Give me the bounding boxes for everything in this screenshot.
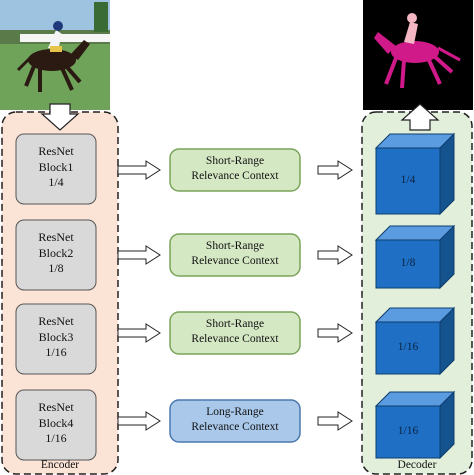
- arrow-context1-to-decoder: [317, 160, 353, 180]
- context-2-line1: Short-Range: [205, 240, 265, 252]
- resnet-block-1: [15, 133, 97, 205]
- context-1-line1: Short-Range: [205, 155, 265, 167]
- arrow-block2-to-context: [117, 245, 161, 265]
- resnet-block-4-label: ResNet Block4 1/16: [16, 400, 96, 447]
- resnet-block-2-label: ResNet Block2 1/8: [16, 230, 96, 277]
- resnet-block-4-line2: Block4: [38, 415, 74, 430]
- up-arrow-to-mask: [400, 103, 440, 131]
- context-2-label: Short-Range Relevance Context: [170, 239, 300, 269]
- resnet-block-4-scale: 1/16: [45, 431, 67, 446]
- context-4-line1: Long-Range: [206, 406, 264, 418]
- resnet-block-2-line2: Block2: [38, 245, 74, 260]
- context-box-3: [169, 311, 301, 355]
- resnet-block-1-line2: Block1: [38, 159, 74, 174]
- feature-cube-1: [374, 132, 456, 216]
- down-arrow-to-encoder: [40, 103, 80, 131]
- resnet-block-2: [15, 219, 97, 291]
- context-3-label: Short-Range Relevance Context: [170, 317, 300, 347]
- feature-cube-4: [374, 390, 456, 460]
- resnet-block-2-scale: 1/8: [48, 261, 64, 276]
- feature-cube-3-label: 1/16: [397, 341, 419, 353]
- arrow-context2-to-decoder: [317, 245, 353, 265]
- context-1-line2: Relevance Context: [191, 169, 279, 182]
- context-1-label: Short-Range Relevance Context: [170, 154, 300, 184]
- context-3-line1: Short-Range: [205, 318, 265, 330]
- context-box-1: [169, 148, 301, 192]
- resnet-block-3-line1: ResNet: [38, 314, 74, 328]
- arrow-block1-to-context: [117, 160, 161, 180]
- resnet-block-1-label: ResNet Block1 1/4: [16, 144, 96, 191]
- context-3-line2: Relevance Context: [191, 332, 279, 345]
- context-box-4: [169, 399, 301, 443]
- resnet-block-1-scale: 1/4: [48, 175, 64, 190]
- feature-cube-1-label: 1/4: [400, 174, 416, 186]
- resnet-block-3-line2: Block3: [38, 329, 74, 344]
- arrow-context3-to-decoder: [317, 323, 353, 343]
- resnet-block-4: [15, 389, 97, 461]
- context-2-line2: Relevance Context: [191, 254, 279, 267]
- resnet-block-3: [15, 303, 97, 375]
- feature-cube-3: [374, 306, 456, 376]
- feature-cube-2: [374, 224, 456, 290]
- context-box-2: [169, 233, 301, 277]
- feature-cube-2-label: 1/8: [400, 257, 416, 269]
- resnet-block-1-line1: ResNet: [38, 144, 74, 158]
- resnet-block-2-line1: ResNet: [38, 230, 74, 244]
- decoder-label: Decoder: [397, 459, 437, 471]
- output-mask: [363, 0, 473, 110]
- resnet-block-3-scale: 1/16: [45, 345, 67, 360]
- arrow-block3-to-context: [117, 323, 161, 343]
- resnet-block-4-line1: ResNet: [38, 400, 74, 414]
- input-photo: [0, 0, 110, 110]
- resnet-block-3-label: ResNet Block3 1/16: [16, 314, 96, 361]
- context-4-label: Long-Range Relevance Context: [170, 405, 300, 435]
- arrow-block4-to-context: [117, 411, 161, 431]
- encoder-label: Encoder: [40, 459, 80, 471]
- feature-cube-4-label: 1/16: [397, 425, 419, 437]
- context-4-line2: Relevance Context: [191, 420, 279, 433]
- arrow-context4-to-decoder: [317, 411, 353, 431]
